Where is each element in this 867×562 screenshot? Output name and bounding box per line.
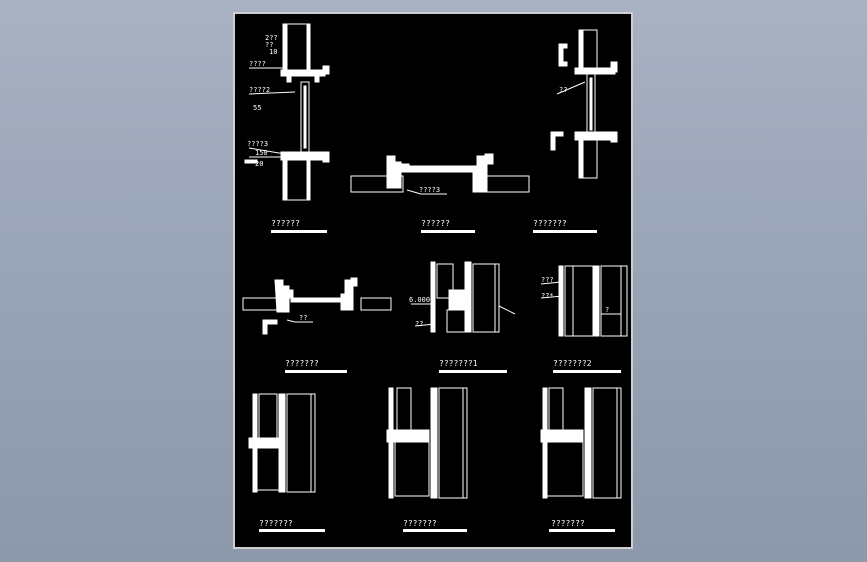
label-d2-0: ????3 bbox=[419, 186, 440, 194]
caption-d6: ???????2 bbox=[553, 359, 592, 368]
caption-underline-d1 bbox=[271, 230, 327, 233]
caption-d8: ??????? bbox=[403, 519, 437, 528]
caption-d9: ??????? bbox=[551, 519, 585, 528]
label-d1-6: ????3 bbox=[247, 140, 268, 148]
detail-6: ??? ??* ? ???????2 bbox=[540, 265, 628, 373]
caption-underline-d3 bbox=[533, 230, 597, 233]
label-d5-1: ?? bbox=[415, 320, 423, 328]
label-d1-0: 2?? bbox=[265, 34, 278, 42]
label-d1-8: 20 bbox=[255, 160, 263, 168]
caption-d4: ??????? bbox=[285, 359, 319, 368]
detail-9: ??????? bbox=[540, 387, 622, 532]
label-d1-3: ???? bbox=[249, 60, 266, 68]
caption-underline-d6 bbox=[553, 370, 621, 373]
panel-left bbox=[350, 175, 404, 193]
label-d1-1: ?? bbox=[265, 41, 273, 49]
caption-underline-d2 bbox=[421, 230, 475, 233]
detail-4: ?? ??????? bbox=[242, 277, 392, 373]
detail-2: ????3 ?????? bbox=[350, 153, 530, 233]
label-d3-0: ?? bbox=[559, 86, 567, 94]
caption-d7: ??????? bbox=[259, 519, 293, 528]
detail-3: ?? ??????? bbox=[533, 29, 618, 233]
label-d1-5: 55 bbox=[253, 104, 261, 112]
label-d6-0: ??? bbox=[541, 276, 554, 284]
label-d1-2: 10 bbox=[269, 48, 277, 56]
caption-d5: ???????1 bbox=[439, 359, 478, 368]
caption-underline-d5 bbox=[439, 370, 507, 373]
label-d1-7: 150 bbox=[255, 149, 268, 157]
drawing-sheet: 2?? ?? 10 ???? ????2 55 ????3 150 20 ???… bbox=[233, 12, 633, 549]
caption-d1: ?????? bbox=[271, 219, 300, 228]
insulation-panel-bottom bbox=[286, 159, 308, 201]
caption-underline-d7 bbox=[259, 529, 325, 532]
caption-underline-d4 bbox=[285, 370, 347, 373]
detail-7: ??????? bbox=[248, 393, 325, 532]
caption-d2: ?????? bbox=[421, 219, 450, 228]
label-d1-4: ????2 bbox=[249, 86, 270, 94]
cad-drawing: 2?? ?? 10 ???? ????2 55 ????3 150 20 ???… bbox=[242, 23, 628, 532]
detail-8: ??????? bbox=[386, 387, 468, 532]
connector-bar bbox=[406, 165, 478, 173]
label-d5-0: 6.000 bbox=[409, 296, 430, 304]
caption-underline-d8 bbox=[403, 529, 467, 532]
cap-top bbox=[280, 69, 326, 77]
caption-underline-d9 bbox=[549, 529, 615, 532]
detail-1: 2?? ?? 10 ???? ????2 55 ????3 150 20 ???… bbox=[244, 23, 330, 233]
panel-right bbox=[480, 175, 530, 193]
caption-d3: ??????? bbox=[533, 219, 567, 228]
detail-5: 6.000 ?? ???????1 bbox=[409, 261, 516, 373]
label-d4-0: ?? bbox=[299, 314, 307, 322]
insulation-panel-top bbox=[286, 23, 308, 71]
cap-bottom bbox=[280, 151, 326, 161]
label-d6-1: ??* bbox=[541, 292, 554, 300]
label-d6-2: ? bbox=[605, 306, 609, 314]
